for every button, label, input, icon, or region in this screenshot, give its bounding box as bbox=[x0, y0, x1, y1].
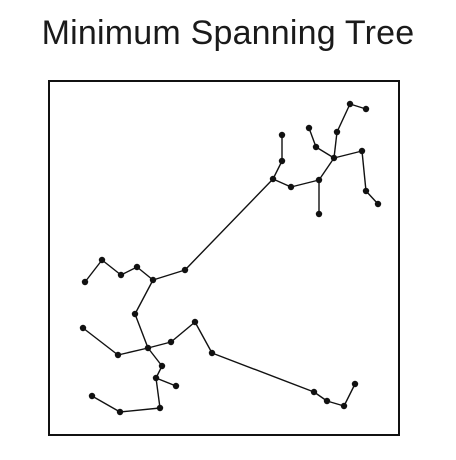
tree-node bbox=[158, 362, 166, 370]
tree-edge bbox=[272, 160, 283, 180]
tree-edge bbox=[84, 259, 103, 283]
tree-node bbox=[116, 408, 124, 416]
tree-edge bbox=[361, 150, 367, 192]
tree-edge bbox=[82, 327, 119, 356]
tree-edge bbox=[336, 103, 351, 133]
tree-node bbox=[315, 176, 323, 184]
tree-edge bbox=[147, 341, 172, 349]
tree-node bbox=[269, 175, 277, 183]
tree-edge bbox=[315, 146, 335, 159]
tree-edge bbox=[155, 377, 161, 409]
tree-node bbox=[362, 105, 370, 113]
tree-node bbox=[98, 256, 106, 264]
tree-edge bbox=[134, 279, 154, 315]
tree-node bbox=[358, 147, 366, 155]
tree-node bbox=[323, 397, 331, 405]
tree-node bbox=[287, 183, 295, 191]
tree-edge bbox=[184, 178, 274, 271]
nodes-group bbox=[79, 100, 382, 416]
tree-node bbox=[305, 124, 313, 132]
tree-edge bbox=[91, 395, 121, 413]
tree-node bbox=[362, 187, 370, 195]
tree-node bbox=[149, 276, 157, 284]
plot-area bbox=[48, 80, 400, 436]
tree-edge bbox=[152, 269, 186, 281]
tree-edge bbox=[147, 347, 163, 367]
tree-node bbox=[315, 210, 323, 218]
tree-edge bbox=[333, 131, 338, 159]
tree-edge bbox=[290, 179, 320, 188]
tree-node bbox=[144, 344, 152, 352]
tree-node bbox=[333, 128, 341, 136]
tree-edge bbox=[272, 178, 292, 188]
tree-node bbox=[131, 310, 139, 318]
tree-node bbox=[81, 278, 89, 286]
tree-node bbox=[278, 131, 286, 139]
mst-graph bbox=[79, 100, 382, 416]
tree-edge bbox=[343, 383, 356, 407]
tree-node bbox=[346, 100, 354, 108]
tree-edge bbox=[134, 313, 149, 349]
tree-edge bbox=[136, 266, 154, 281]
tree-node bbox=[172, 382, 180, 390]
tree-node bbox=[156, 404, 164, 412]
tree-edge bbox=[101, 259, 122, 276]
tree-node bbox=[312, 143, 320, 151]
tree-node bbox=[152, 374, 160, 382]
tree-node bbox=[88, 392, 96, 400]
tree-node bbox=[278, 157, 286, 165]
tree-edge bbox=[211, 352, 315, 393]
tree-edge bbox=[170, 321, 196, 343]
tree-node bbox=[167, 338, 175, 346]
tree-node bbox=[133, 263, 141, 271]
tree-edge bbox=[155, 377, 177, 387]
edges-group bbox=[82, 103, 379, 413]
diagram-title: Minimum Spanning Tree bbox=[41, 14, 415, 52]
tree-node bbox=[340, 402, 348, 410]
tree-edge bbox=[117, 347, 149, 356]
tree-edge bbox=[119, 407, 161, 413]
tree-node bbox=[374, 200, 382, 208]
tree-edge bbox=[333, 150, 363, 159]
tree-node bbox=[310, 388, 318, 396]
tree-edge bbox=[308, 127, 317, 148]
tree-node bbox=[114, 351, 122, 359]
tree-edge bbox=[194, 321, 213, 354]
tree-node bbox=[79, 324, 87, 332]
tree-edge bbox=[318, 157, 335, 181]
tree-node bbox=[330, 154, 338, 162]
tree-node bbox=[208, 349, 216, 357]
tree-node bbox=[351, 380, 359, 388]
tree-node bbox=[191, 318, 199, 326]
tree-node bbox=[117, 271, 125, 279]
tree-node bbox=[181, 266, 189, 274]
